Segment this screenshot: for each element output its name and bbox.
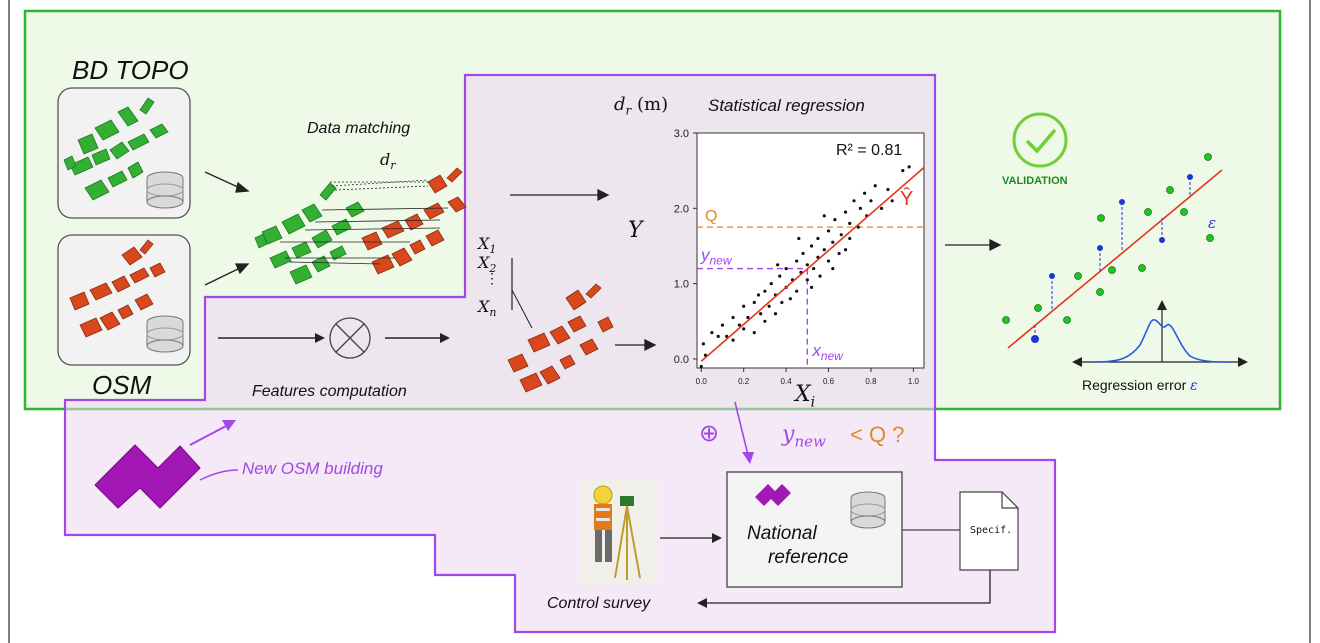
ynew-query: ynew: [782, 422, 826, 451]
validation-plot: [1002, 153, 1248, 367]
new-osm-building-label: New OSM building: [242, 459, 383, 478]
query-arrow: [734, 401, 749, 456]
chart-title: Statistical regression: [708, 96, 865, 115]
osm-title: OSM: [92, 370, 152, 400]
epsilon-label: ε: [1208, 214, 1217, 232]
regression-error-label: Regression error ε: [1082, 377, 1198, 394]
database-icon: [850, 491, 886, 529]
specification-label: Specif.: [970, 525, 1013, 536]
feature-ellipsis: ⋮: [485, 270, 499, 286]
data-matching-label: Data matching: [307, 120, 411, 137]
new-building-arrow: [189, 424, 229, 446]
bd-topo-buildings: [63, 97, 169, 201]
threshold-condition: < Q ?: [850, 422, 905, 447]
control-survey-label: Control survey: [547, 595, 651, 612]
national-reference-building-icon: [755, 484, 791, 506]
target-y: Y: [628, 218, 643, 243]
feature-x1: X1: [478, 234, 497, 257]
chart-xlabel: Xi: [795, 382, 816, 411]
feature-xn: Xn: [478, 297, 497, 320]
chart-ylabel: dr (m): [614, 94, 669, 118]
flow-arrows: [204, 171, 1002, 352]
new-osm-building-shape: [94, 444, 201, 509]
surveyor-figure: [580, 480, 658, 585]
feature-x2: X2: [478, 253, 497, 276]
features-buildings: [507, 283, 614, 393]
osm-buildings: [69, 239, 166, 338]
validation-check-icon: [1012, 112, 1068, 168]
matching-lines: [280, 179, 449, 265]
bd-topo-title: BD TOPO: [72, 55, 189, 85]
specification-document-icon: [959, 491, 1019, 571]
matched-osm-buildings: [361, 167, 467, 275]
database-icon: [146, 315, 184, 353]
database-icon: [146, 171, 184, 209]
matched-green-buildings: [254, 182, 365, 285]
national-reference-label: National reference: [747, 523, 849, 568]
product-symbol: [329, 317, 371, 359]
distance-label: dr: [380, 150, 396, 173]
validation-label: VALIDATION: [1002, 175, 1068, 187]
plus-symbol: ⊕: [699, 420, 720, 447]
features-computation-label: Features computation: [252, 383, 407, 400]
